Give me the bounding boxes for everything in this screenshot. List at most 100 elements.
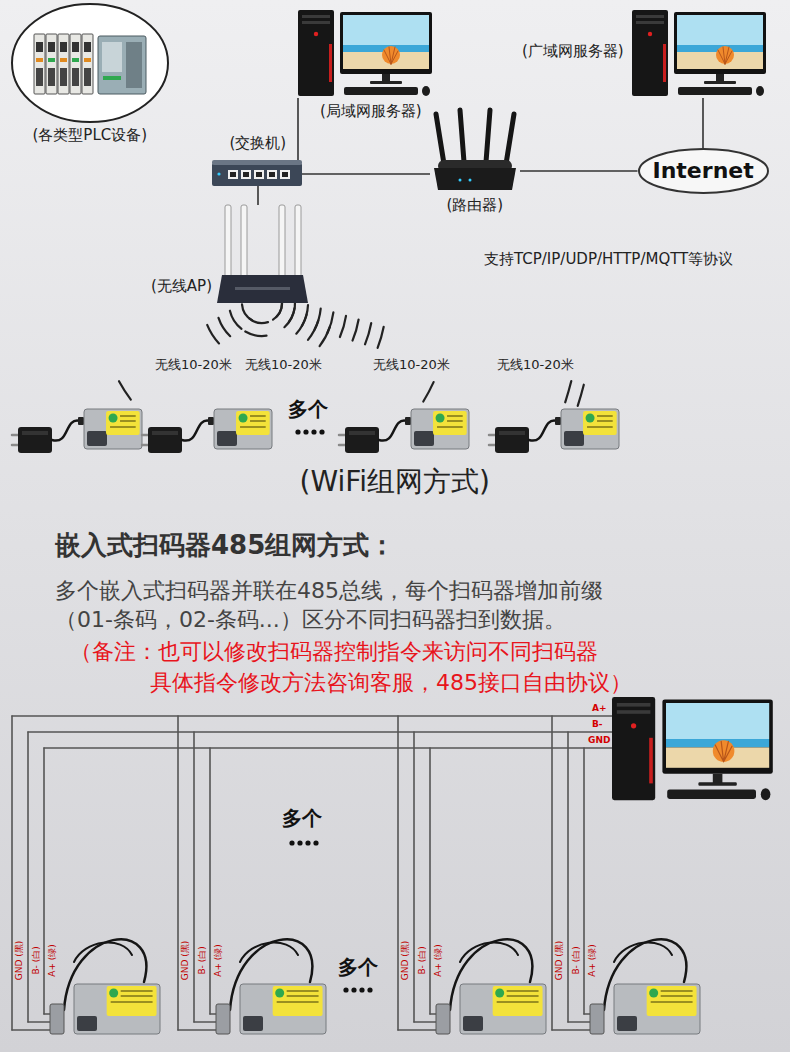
sticker-print <box>250 415 266 417</box>
rs485-drop-wire <box>568 1021 590 1023</box>
sticker-logo <box>109 414 118 423</box>
shell-ribs <box>715 741 732 761</box>
scanner-sticker <box>647 986 697 1016</box>
monitor-base <box>370 81 402 84</box>
sticker-logo <box>436 414 445 423</box>
switch-led <box>217 172 220 175</box>
scanner-sticker <box>107 986 157 1016</box>
scan-window <box>87 431 107 446</box>
count-note: 多个 <box>288 397 328 421</box>
rs485-scanner <box>216 939 326 1034</box>
power-button <box>631 723 636 728</box>
sticker-print <box>597 420 613 422</box>
signal-arc <box>565 381 571 402</box>
range-note: 无线10-20米 <box>245 357 322 373</box>
plc-terminal <box>84 42 91 52</box>
sticker-print <box>597 415 613 417</box>
sticker-print <box>120 420 136 422</box>
power-cable <box>182 421 210 441</box>
scan-window <box>617 1016 637 1031</box>
wire-color-label: GND (黑) <box>400 940 411 980</box>
rs485-bus-wire <box>44 747 612 749</box>
ap-antenna <box>295 205 301 277</box>
signal-arc <box>353 320 359 341</box>
switch-port-hole <box>256 172 262 177</box>
signal-arc <box>315 309 321 330</box>
plc-module <box>34 34 45 94</box>
wire-color-label: B- (白) <box>417 946 428 974</box>
wifi-scanner <box>339 409 469 453</box>
monitor-frame <box>662 699 772 773</box>
signal-arc <box>219 318 231 336</box>
network-cable <box>257 186 259 205</box>
network-switch-drawing <box>212 160 302 186</box>
plug <box>208 417 214 425</box>
signal-arc <box>340 316 346 337</box>
sticker-print <box>447 415 463 417</box>
rs485-computer <box>612 697 773 800</box>
adapter-prongs <box>339 435 345 445</box>
rs485-drop-wire <box>194 1021 216 1023</box>
sticker-print <box>651 1001 693 1003</box>
ellipsis-dot <box>311 429 316 434</box>
device-label: (路由器) <box>447 196 504 214</box>
rs485-drop-wire <box>430 1013 436 1015</box>
sticker-logo <box>275 989 284 998</box>
scanner-housing <box>84 409 142 449</box>
wire-color-label: A+ (绿) <box>432 944 443 977</box>
ellipsis-dot <box>319 429 324 434</box>
scanner-sticker <box>583 411 617 435</box>
scanner-sticker <box>106 411 140 435</box>
power-adapter <box>495 427 529 453</box>
shell-ribs <box>384 47 398 64</box>
sticker-logo <box>109 989 118 998</box>
range-note: 无线10-20米 <box>373 357 450 373</box>
tower-stripe <box>649 738 653 784</box>
drive-bay <box>636 15 664 18</box>
screen-sky <box>343 15 429 45</box>
plc-terminal <box>48 68 55 86</box>
scanner-housing <box>74 984 160 1034</box>
sticker-print <box>507 990 539 992</box>
plc-terminal <box>36 42 43 52</box>
ellipsis-dot <box>359 987 364 992</box>
adapter-ridge <box>499 431 525 435</box>
rs485-drop-wire <box>43 748 45 1014</box>
cable-coil <box>460 942 518 962</box>
plc-led <box>36 58 43 62</box>
wifi-scanner <box>12 409 142 453</box>
rs485-bus-wire <box>28 731 612 733</box>
sticker-print <box>287 995 319 997</box>
monitor-stand <box>716 74 724 82</box>
keyboard <box>678 87 752 95</box>
description-text: 多个嵌入式扫码器并联在485总线，每个扫码器增加前缀 （01-条码，02-条码.… <box>55 576 621 634</box>
sticker-print <box>437 426 463 428</box>
terminal-block <box>590 1004 604 1034</box>
wire-color-label: A+ (绿) <box>586 944 597 977</box>
cable-coil <box>614 942 672 962</box>
ellipsis-dot <box>295 429 300 434</box>
range-note: 无线10-20米 <box>497 357 574 373</box>
drive-bay <box>636 21 664 24</box>
plc-module <box>46 34 57 94</box>
rs485-drop-wire <box>584 1013 590 1015</box>
screen-sky <box>666 703 769 739</box>
mouse <box>761 788 771 800</box>
signal-arc <box>119 381 131 400</box>
plc-led <box>48 58 55 62</box>
pc-tower <box>632 10 668 96</box>
ellipsis-dot <box>351 987 356 992</box>
scanner-sticker <box>236 411 270 435</box>
terminal-block <box>50 1004 64 1034</box>
scanner-housing <box>460 984 546 1034</box>
plc-terminal <box>48 42 55 52</box>
cable-coil <box>240 942 298 962</box>
drive-bay <box>302 21 330 24</box>
router-led <box>459 179 462 182</box>
switch-port <box>241 170 251 179</box>
device-label: (各类型PLC设备) <box>33 126 148 144</box>
adapter-ridge <box>152 431 178 435</box>
rs485-drop-wire <box>28 1021 50 1023</box>
power-cable <box>379 421 407 441</box>
wan-server-drawing <box>630 8 770 98</box>
